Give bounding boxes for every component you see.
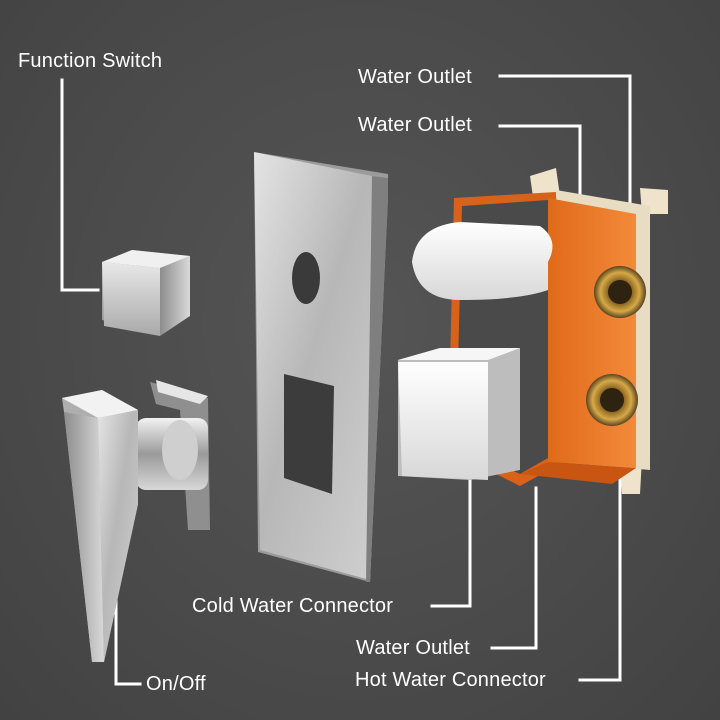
plate-square-opening (284, 374, 334, 494)
leader-water-outlet-3 (490, 486, 538, 650)
label-water-outlet-3: Water Outlet (356, 637, 470, 659)
leader-function-switch (60, 78, 100, 292)
white-protective-caps (398, 222, 553, 480)
plate-round-hole (292, 252, 320, 304)
label-on-off: On/Off (146, 673, 206, 695)
leader-lines (60, 74, 632, 686)
cover-plate (254, 152, 388, 582)
leader-hot-water (578, 416, 622, 682)
function-switch-knob (102, 250, 190, 336)
label-function-switch: Function Switch (18, 50, 163, 72)
leader-cold-water (430, 446, 472, 608)
label-hot-water-connector: Hot Water Connector (355, 669, 546, 691)
label-cold-water-connector: Cold Water Connector (192, 595, 394, 617)
on-off-lever-handle (62, 380, 210, 662)
label-water-outlet-1: Water Outlet (358, 66, 472, 88)
label-water-outlet-2: Water Outlet (358, 114, 472, 136)
leader-water-outlet-2 (498, 124, 582, 200)
